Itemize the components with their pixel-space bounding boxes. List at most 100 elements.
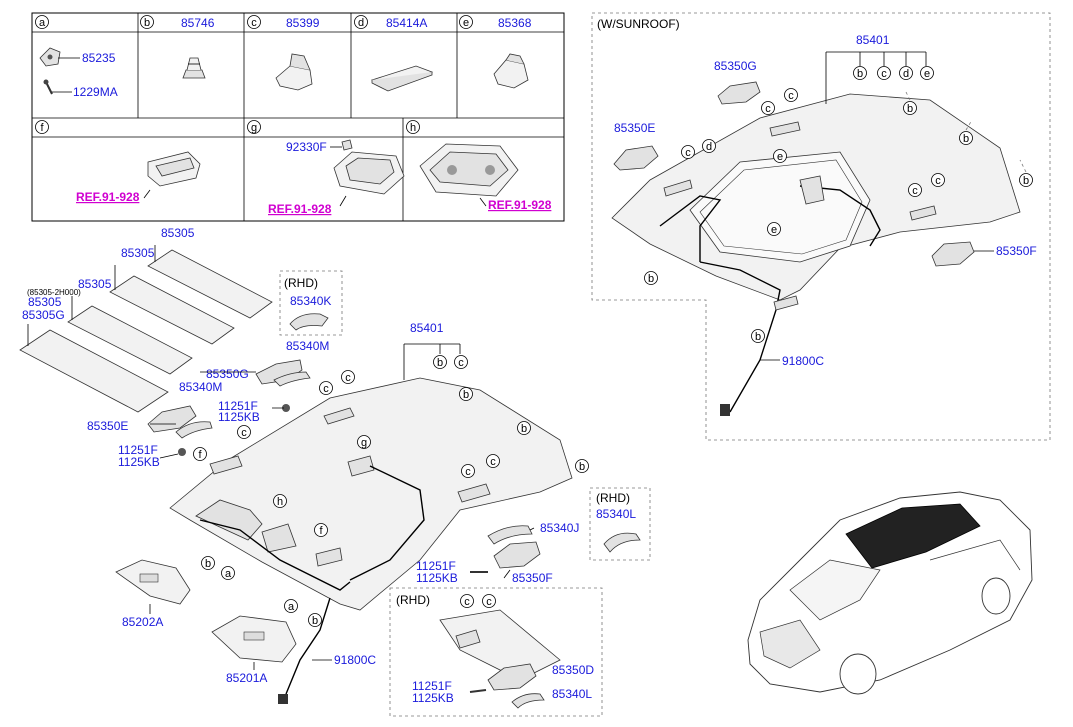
svg-text:c: c xyxy=(881,68,887,80)
svg-text:b: b xyxy=(857,68,863,80)
svg-text:b: b xyxy=(521,423,527,435)
svg-text:c: c xyxy=(912,185,918,197)
pad-1-label: 85305 xyxy=(161,226,195,240)
svg-text:b: b xyxy=(463,389,469,401)
svg-text:(RHD): (RHD) xyxy=(596,491,630,505)
part-85202A: 85202A xyxy=(122,615,163,629)
svg-text:b: b xyxy=(1023,175,1029,187)
part-85340M-2: 85340M xyxy=(179,380,222,394)
main-callout: f xyxy=(193,447,207,461)
svg-text:b: b xyxy=(579,461,585,473)
table-key-d: d xyxy=(354,15,368,29)
main-callout: c xyxy=(319,381,333,395)
screw-2-icon xyxy=(178,448,186,456)
svg-text:a: a xyxy=(288,601,295,613)
bracket-85350G-icon xyxy=(717,81,761,105)
clip-85235-icon xyxy=(39,47,80,67)
svg-text:f: f xyxy=(198,449,202,461)
handle-85340M-1-icon xyxy=(273,371,311,387)
pad-3-label: 85305 xyxy=(78,277,112,291)
svg-text:b: b xyxy=(205,558,211,570)
rhd-bracket-85350D: 85350D xyxy=(552,663,594,677)
main-callout: c xyxy=(237,425,251,439)
part-85350E: 85350E xyxy=(87,419,128,433)
table-key-g: g xyxy=(247,120,261,134)
rhd-screw-1125KB: 1125KB xyxy=(412,691,454,705)
clip-85368-icon xyxy=(493,53,529,89)
sunroof-callout: c xyxy=(931,173,945,187)
svg-text:e: e xyxy=(777,151,783,163)
main-callout: b xyxy=(459,387,473,401)
clip-85399-icon xyxy=(275,53,313,91)
main-callout: c xyxy=(461,464,475,478)
bracket-85350D-icon xyxy=(487,663,537,691)
main-callout: b xyxy=(575,459,589,473)
sunroof-panel: (W/SUNROOF) 85401 b c d e 85350G 85350E xyxy=(591,12,1051,441)
svg-text:c: c xyxy=(251,17,257,29)
room-lamp-icon xyxy=(143,151,201,199)
overhead-console-assy-icon xyxy=(419,143,519,207)
table-key-h: h xyxy=(406,120,420,134)
sun-visor-left xyxy=(211,615,297,663)
svg-text:c: c xyxy=(465,466,471,478)
pads-group: 85305 85305 85305 (85305-2H000) 85305 85… xyxy=(19,226,273,413)
sunroof-part-85401: 85401 xyxy=(856,33,890,47)
handle-85340L-bottom-icon xyxy=(511,693,545,709)
screw-1125KB-1: 1125KB xyxy=(218,410,260,424)
rhd-callout-c2: c xyxy=(482,594,496,608)
sunroof-callout: b xyxy=(751,329,765,343)
svg-text:c: c xyxy=(458,357,464,369)
ref-f[interactable]: REF.91-928 xyxy=(76,190,140,204)
sunroof-part-91800C: 91800C xyxy=(782,354,824,368)
sunroof-callout: c xyxy=(681,145,695,159)
part-85340M-1: 85340M xyxy=(286,339,329,353)
table-key-f: f xyxy=(35,120,49,134)
svg-text:c: c xyxy=(490,456,496,468)
grommet-icon xyxy=(182,57,206,79)
part-85350F: 85350F xyxy=(512,571,553,585)
handle-85340M-2-icon xyxy=(175,421,213,439)
svg-text:b: b xyxy=(312,615,318,627)
sunroof-part-85350F: 85350F xyxy=(996,244,1037,258)
svg-text:b: b xyxy=(755,331,761,343)
sunroof-callout: e xyxy=(773,149,787,163)
table-part-d: 85414A xyxy=(386,16,427,30)
svg-text:d: d xyxy=(903,68,909,80)
svg-text:c: c xyxy=(486,596,492,608)
sunroof-key-e: e xyxy=(920,66,934,80)
svg-text:c: c xyxy=(323,383,329,395)
svg-text:e: e xyxy=(924,68,930,80)
svg-text:c: c xyxy=(345,372,351,384)
parts-table: a b 85746 c 85399 d 85414A e 85368 85235… xyxy=(31,12,565,222)
screw-1-icon xyxy=(282,404,290,412)
screw-11251F-1: 11251F xyxy=(218,399,258,413)
bracket-85350E-icon xyxy=(147,405,197,433)
svg-text:g: g xyxy=(361,437,367,449)
main-key-b: b xyxy=(433,355,447,369)
svg-text:c: c xyxy=(935,175,941,187)
table-key-c: c xyxy=(247,15,261,29)
sunroof-callout: d xyxy=(702,139,716,153)
pad-85414A-icon xyxy=(370,65,434,92)
screw-11251F-3: 11251F xyxy=(416,559,456,573)
table-part-g: 92330F xyxy=(286,140,327,154)
main-callout: a xyxy=(221,566,235,580)
svg-text:(RHD): (RHD) xyxy=(396,593,430,607)
part-85340K: 85340K xyxy=(290,294,331,308)
svg-text:e: e xyxy=(771,224,777,236)
main-callout: f xyxy=(314,523,328,537)
svg-text:b: b xyxy=(907,103,913,115)
sunroof-title: (W/SUNROOF) xyxy=(597,17,680,31)
sunroof-callout: b xyxy=(959,131,973,145)
ref-h[interactable]: REF.91-928 xyxy=(488,198,552,212)
screw-11251F-2: 11251F xyxy=(118,443,158,457)
table-key-e: e xyxy=(459,15,473,29)
sunroof-part-85350G: 85350G xyxy=(714,59,757,73)
sunroof-key-c: c xyxy=(877,66,891,80)
sunroof-callout: b xyxy=(644,271,658,285)
switch-92330F-icon xyxy=(341,139,353,151)
bracket-85350E-icon xyxy=(613,145,659,171)
main-part-85401: 85401 xyxy=(410,321,444,335)
part-85201A: 85201A xyxy=(226,671,267,685)
ref-g[interactable]: REF.91-928 xyxy=(268,202,332,216)
